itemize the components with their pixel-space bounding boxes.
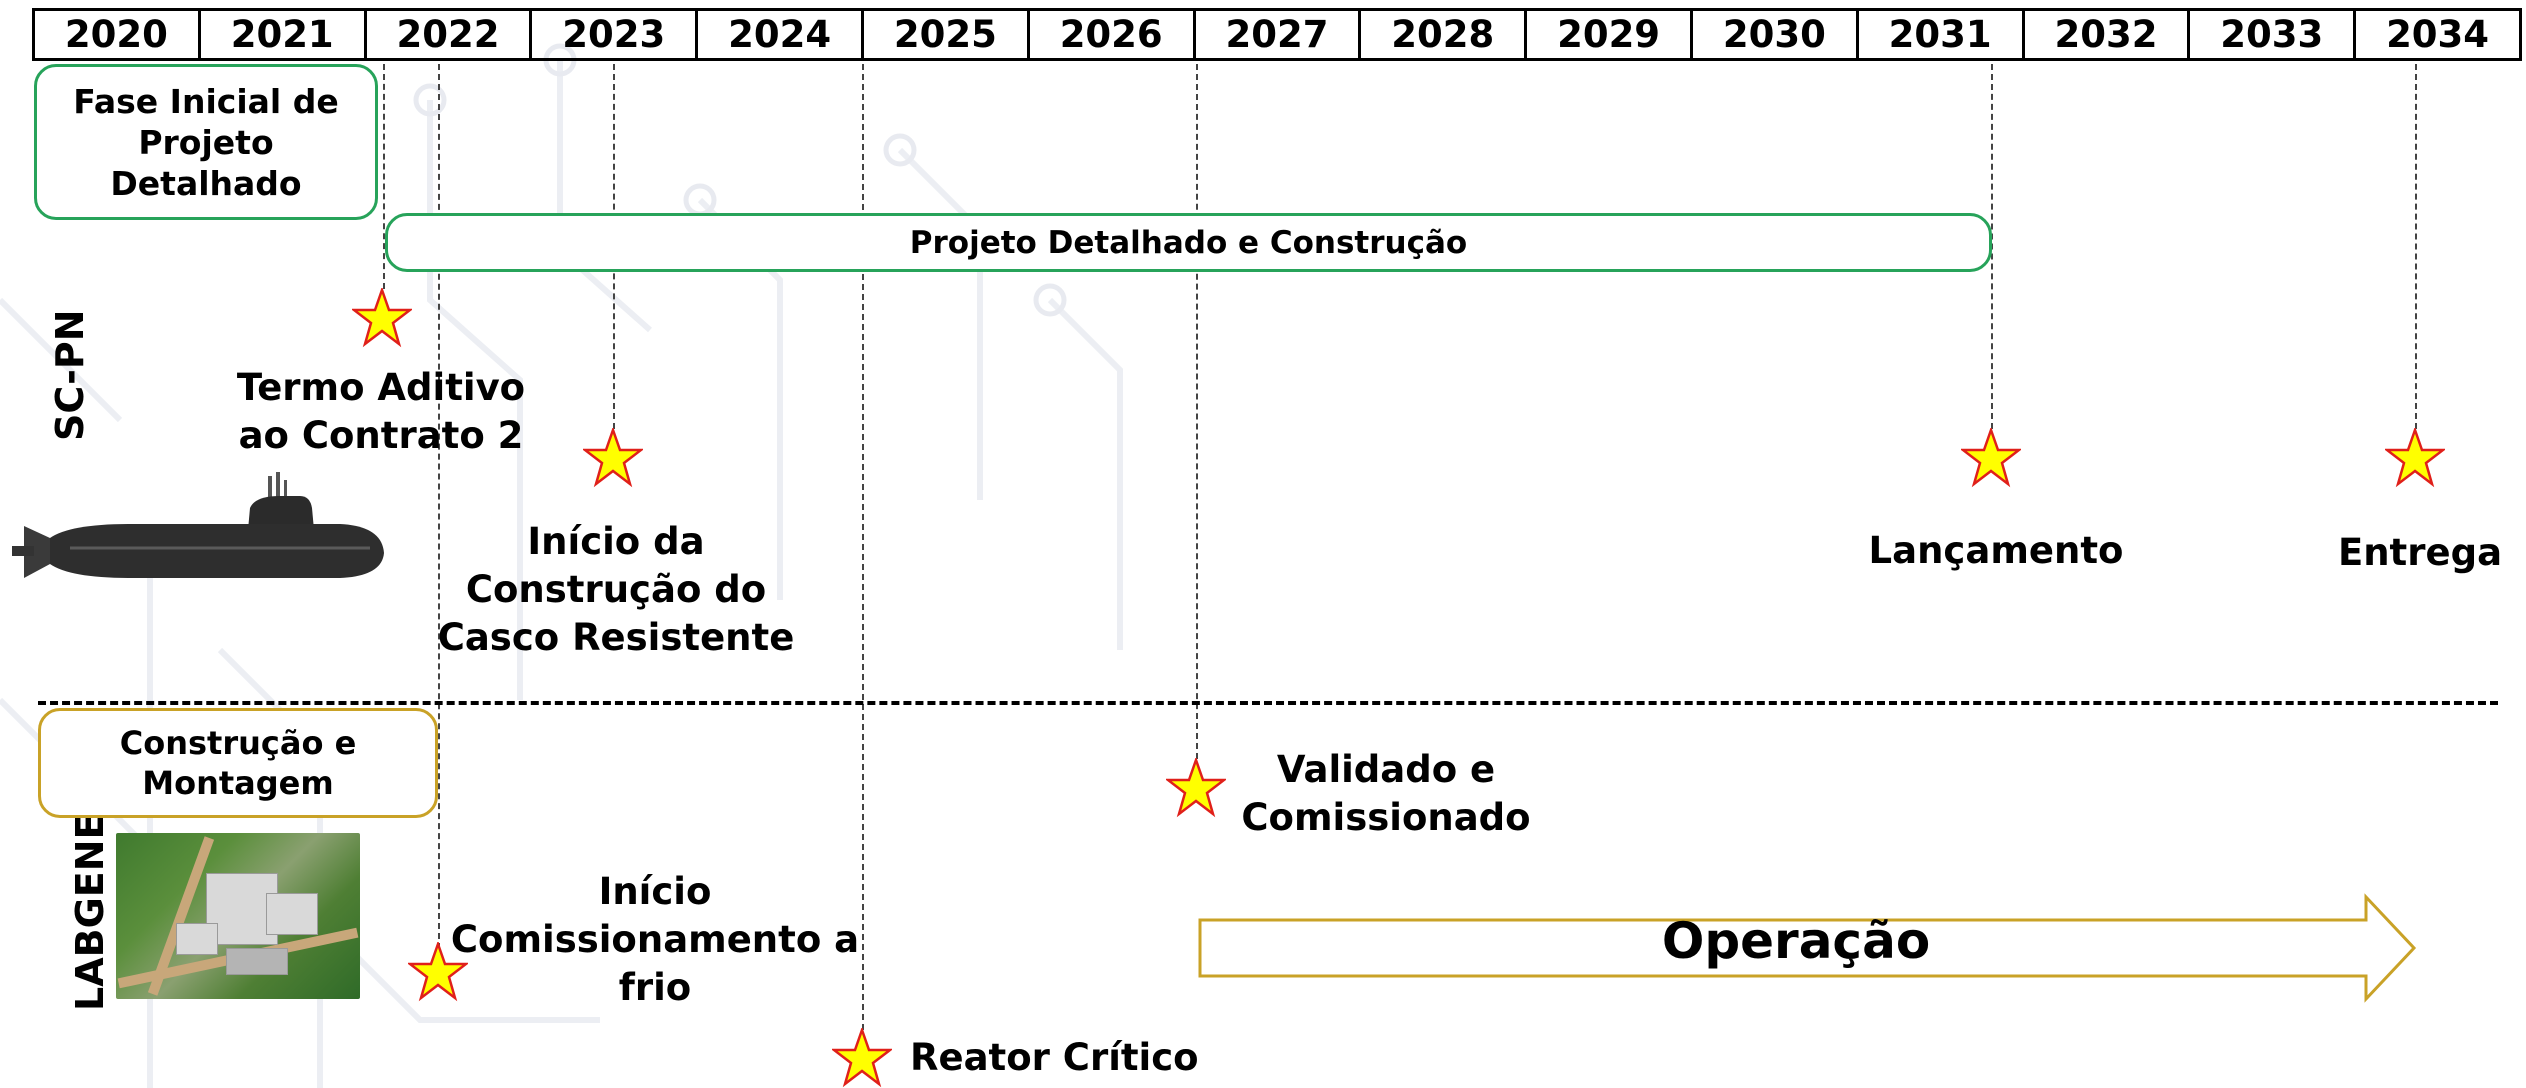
star-icon — [832, 1028, 892, 1088]
milestone-entrega: Entrega — [2337, 531, 2503, 574]
guide-line-2021 — [383, 64, 385, 289]
arrow-shape — [1198, 893, 2417, 1003]
guide-line-2022 — [438, 64, 440, 969]
guide-line-2034 — [2415, 64, 2417, 429]
year-2026: 2026 — [1026, 11, 1193, 58]
year-2020: 2020 — [32, 11, 198, 58]
guide-line-2027 — [1196, 64, 1198, 759]
phase-operacao: Operação — [1661, 912, 1931, 970]
year-2027: 2027 — [1192, 11, 1359, 58]
year-2034: 2034 — [2353, 11, 2522, 58]
section-divider — [38, 701, 2498, 705]
facility-photo — [116, 833, 360, 999]
milestone-inicio-comissionamento: Início Comissionamento a frio — [450, 870, 860, 1009]
star-icon — [1961, 428, 2021, 488]
guide-line-2031 — [1991, 64, 1993, 429]
year-2032: 2032 — [2021, 11, 2188, 58]
section-label-scpn: SC-PN — [48, 309, 92, 441]
year-2024: 2024 — [695, 11, 861, 58]
section-label-labgene: LABGENE — [68, 813, 112, 1012]
submarine-image — [12, 472, 384, 578]
year-2025: 2025 — [860, 11, 1027, 58]
year-header: 2020 2021 2022 2023 2024 2025 2026 2027 … — [32, 8, 2522, 61]
milestone-termo-aditivo: Termo Aditivo ao Contrato 2 — [236, 366, 526, 457]
year-2021: 2021 — [197, 11, 364, 58]
year-2022: 2022 — [363, 11, 530, 58]
year-2031: 2031 — [1855, 11, 2022, 58]
phase-projeto-construcao: Projeto Detalhado e Construção — [385, 213, 1992, 272]
milestone-reator-critico: Reator Crítico — [910, 1036, 1199, 1079]
star-icon — [2385, 428, 2445, 488]
star-icon — [408, 942, 468, 1002]
phase-construcao-montagem: Construção e Montagem — [38, 708, 438, 818]
star-icon — [352, 288, 412, 348]
year-2033: 2033 — [2187, 11, 2353, 58]
year-2023: 2023 — [529, 11, 695, 58]
phase-fase-inicial: Fase Inicial de Projeto Detalhado — [34, 64, 378, 220]
year-2030: 2030 — [1689, 11, 1856, 58]
year-2029: 2029 — [1524, 11, 1690, 58]
star-icon — [583, 428, 643, 488]
star-icon — [1166, 758, 1226, 818]
guide-line-2025 — [862, 64, 864, 1030]
milestone-inicio-construcao: Início da Construção do Casco Resistente — [437, 520, 795, 659]
milestone-validado: Validado e Comissionado — [1241, 748, 1531, 839]
year-2028: 2028 — [1358, 11, 1524, 58]
milestone-lancamento: Lançamento — [1868, 529, 2124, 572]
